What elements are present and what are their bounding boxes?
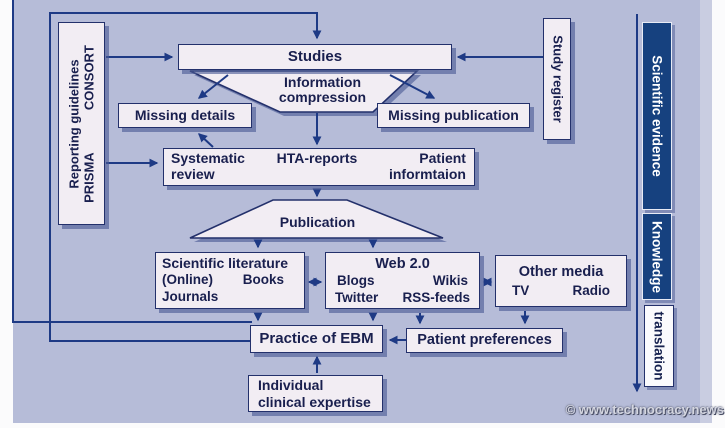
consort-label: CONSORT bbox=[80, 44, 96, 110]
node-missing-publication: Missing publication bbox=[377, 103, 530, 128]
side-bar-translation: translation bbox=[644, 305, 674, 387]
rss-feeds-label: RSS-feeds bbox=[402, 289, 470, 305]
connector-left-border-line bbox=[12, 0, 252, 323]
side-bar-knowledge: Knowledge bbox=[642, 213, 672, 300]
systematic-review-label: Systematic review bbox=[171, 150, 245, 182]
journals-label: Journals bbox=[162, 289, 219, 305]
hta-reports-label: HTA-reports bbox=[276, 150, 358, 166]
node-evidence-row: Systematic review HTA-reports Patient in… bbox=[163, 148, 475, 186]
node-individual-expertise: Individual clinical expertise bbox=[248, 375, 383, 412]
online-label: (Online) bbox=[162, 272, 213, 288]
missing-details-label: Missing details bbox=[134, 106, 236, 123]
node-studies: Studies bbox=[178, 44, 452, 70]
scientific-literature-title: Scientific literature bbox=[162, 254, 289, 271]
other-media-title: Other media bbox=[518, 263, 604, 280]
connector-funnel-to-missing-publication bbox=[389, 74, 436, 99]
books-label: Books bbox=[242, 272, 284, 288]
connector-funnel-to-missing-details bbox=[197, 74, 229, 99]
prisma-label: PRISMA bbox=[80, 151, 96, 203]
blogs-label: Blogs bbox=[337, 272, 375, 288]
watermark: © www.technocracy.news bbox=[565, 402, 724, 417]
information-compression-label: Information compression bbox=[278, 74, 367, 105]
information-compression-funnel bbox=[189, 70, 420, 113]
missing-publication-label: Missing publication bbox=[388, 106, 519, 123]
node-scientific-literature: Scientific literature (Online) Books Jou… bbox=[155, 252, 305, 309]
studies-label: Studies bbox=[287, 47, 343, 65]
connector-review-to-missing-details bbox=[198, 133, 214, 148]
node-reporting-guidelines: Reporting guidelines PRISMA CONSORT bbox=[58, 22, 105, 225]
twitter-label: Twitter bbox=[335, 289, 379, 305]
web20-title: Web 2.0 bbox=[375, 255, 430, 272]
side-bar-scientific-evidence: Scientific evidence bbox=[642, 22, 672, 210]
knowledge-label: Knowledge bbox=[649, 220, 665, 293]
wikis-label: Wikis bbox=[432, 272, 468, 288]
publication-trapezoid bbox=[189, 199, 444, 239]
tv-label: TV bbox=[512, 282, 530, 298]
node-other-media: Other media TV Radio bbox=[495, 255, 627, 307]
patient-preferences-label: Patient preferences bbox=[417, 332, 552, 349]
patient-information-label: Patient informtaion bbox=[388, 150, 466, 182]
reporting-guidelines-label: Reporting guidelines bbox=[65, 58, 81, 189]
radio-label: Radio bbox=[572, 282, 610, 298]
node-study-register: Study register bbox=[543, 18, 571, 140]
scientific-evidence-label: Scientific evidence bbox=[649, 55, 665, 177]
diagram-background-right-strip bbox=[700, 0, 712, 423]
connector-practice-to-studies-loop bbox=[49, 12, 322, 342]
translation-label: translation bbox=[651, 311, 667, 381]
node-web20: Web 2.0 Blogs Wikis Twitter RSS-feeds bbox=[325, 252, 480, 309]
node-missing-details: Missing details bbox=[118, 103, 252, 128]
study-register-label: Study register bbox=[550, 35, 566, 123]
practice-ebm-label: Practice of EBM bbox=[259, 329, 374, 347]
publication-label: Publication bbox=[279, 214, 356, 230]
node-patient-preferences: Patient preferences bbox=[406, 328, 563, 353]
node-practice-ebm: Practice of EBM bbox=[250, 325, 383, 353]
